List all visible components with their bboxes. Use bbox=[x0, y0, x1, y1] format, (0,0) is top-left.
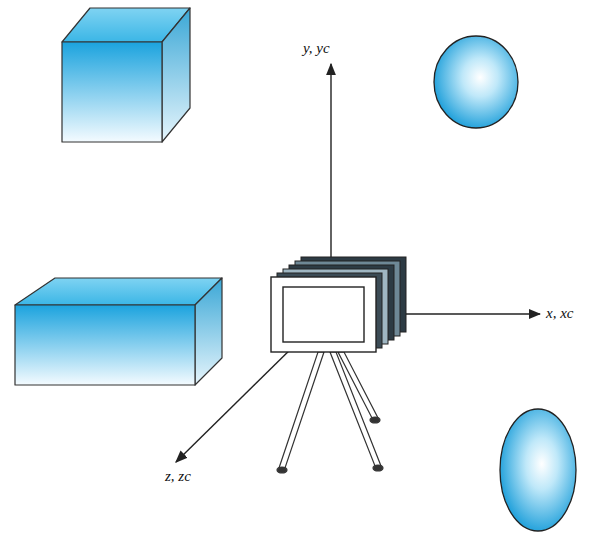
box bbox=[15, 278, 222, 385]
axis-label: x, xc bbox=[545, 305, 574, 322]
camera bbox=[271, 257, 406, 352]
tripod bbox=[277, 352, 383, 473]
axis-label: z, zc bbox=[164, 468, 192, 485]
axis-label: y, yc bbox=[302, 40, 331, 57]
sphere bbox=[434, 36, 518, 128]
cube bbox=[62, 8, 190, 142]
axes bbox=[176, 64, 540, 462]
ellipsoid bbox=[500, 409, 576, 531]
